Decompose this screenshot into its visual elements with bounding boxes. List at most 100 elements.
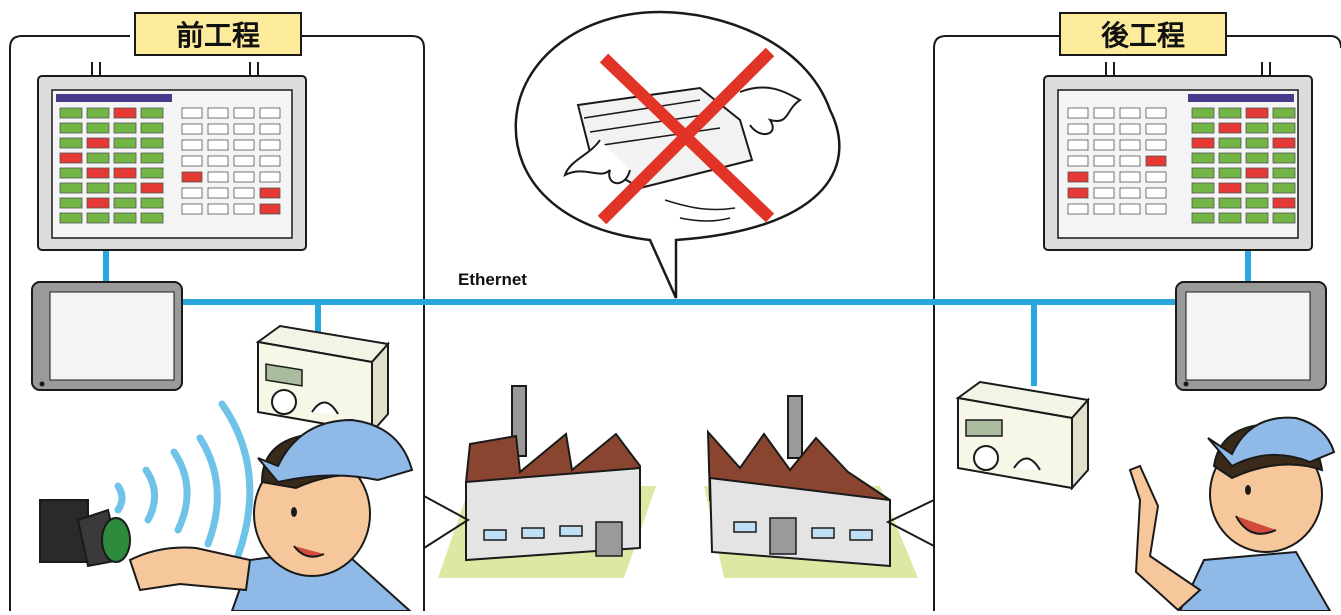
screen-cell [1219,123,1241,133]
screen-cell [208,188,228,198]
screen-cell [182,172,202,182]
screen-cell [114,168,136,178]
screen-cell [114,213,136,223]
screen-cell [1094,108,1114,118]
screen-cell [1273,168,1295,178]
tablet-icon [1176,282,1326,390]
screen-cell [141,183,163,193]
screen-cell [1068,172,1088,182]
screen-cell [260,140,280,150]
screen-cell [182,204,202,214]
screen-cell [1120,172,1140,182]
screen-cell [60,213,82,223]
screen-cell [141,138,163,148]
screen-cell [1273,183,1295,193]
screen-cell [1192,138,1214,148]
screen-cell [1273,108,1295,118]
screen-cell [141,108,163,118]
screen-cell [1246,153,1268,163]
screen-cell [234,124,254,134]
screen-cell [1219,213,1241,223]
screen-cell [1120,124,1140,134]
screen-cell [60,198,82,208]
screen-cell [114,138,136,148]
screen-cell [87,138,109,148]
ethernet-label: Ethernet [458,270,527,290]
screen-cell [1120,156,1140,166]
upstream-process-title: 前工程 [134,12,302,56]
screen-cell [1192,168,1214,178]
screen-cell [114,123,136,133]
controller-icon [958,382,1088,488]
screen-cell [1146,156,1166,166]
screen-cell [1192,153,1214,163]
screen-cell [1273,153,1295,163]
screen-cell [260,108,280,118]
screen-cell [114,183,136,193]
factory-icon [438,386,656,578]
screen-cell [87,198,109,208]
screen-cell [1273,138,1295,148]
screen-cell [208,172,228,182]
screen-cell [1192,123,1214,133]
screen-cell [87,153,109,163]
screen-cell [141,168,163,178]
screen-cell [208,156,228,166]
screen-cell [1192,198,1214,208]
screen-cell [1219,198,1241,208]
screen-cell [87,183,109,193]
screen-cell [1219,108,1241,118]
controller-icon [258,326,388,432]
screen-cell [60,168,82,178]
screen-cell [1094,204,1114,214]
screen-cell [1120,204,1140,214]
screen-cell [182,188,202,198]
wireless-signal-icon [118,404,250,556]
screen-cell [182,124,202,134]
screen-cell [260,156,280,166]
screen-cell [60,153,82,163]
screen-cell [1273,198,1295,208]
touch-panel-icon [38,62,306,250]
screen-cell [260,188,280,198]
screen-cell [1120,108,1140,118]
screen-cell [141,213,163,223]
screen-cell [114,108,136,118]
screen-cell [60,138,82,148]
screen-cell [60,108,82,118]
worker-icon [130,420,412,611]
screen-cell [60,123,82,133]
screen-cell [260,124,280,134]
screen-cell [1068,140,1088,150]
screen-cell [1094,188,1114,198]
screen-cell [1246,108,1268,118]
screen-cell [1094,140,1114,150]
screen-cell [260,172,280,182]
screen-cell [234,108,254,118]
screen-cell [1120,188,1140,198]
screen-cell [1094,124,1114,134]
screen-cell [1246,183,1268,193]
screen-cell [1146,108,1166,118]
screen-cell [182,156,202,166]
screen-cell [1192,213,1214,223]
screen-cell [234,172,254,182]
screen-cell [1094,172,1114,182]
screen-cell [1219,138,1241,148]
no-paper-bubble [516,12,840,298]
screen-cell [1094,156,1114,166]
screen-cell [87,123,109,133]
screen-cell [1246,123,1268,133]
screen-cell [234,204,254,214]
screen-cell [234,188,254,198]
screen-cell [1068,204,1088,214]
worker-icon [1130,418,1334,611]
screen-cell [1192,183,1214,193]
screen-cell [1068,188,1088,198]
screen-cell [114,198,136,208]
screen-cell [60,183,82,193]
screen-cell [1246,138,1268,148]
screen-cell [1146,188,1166,198]
screen-cell [87,108,109,118]
